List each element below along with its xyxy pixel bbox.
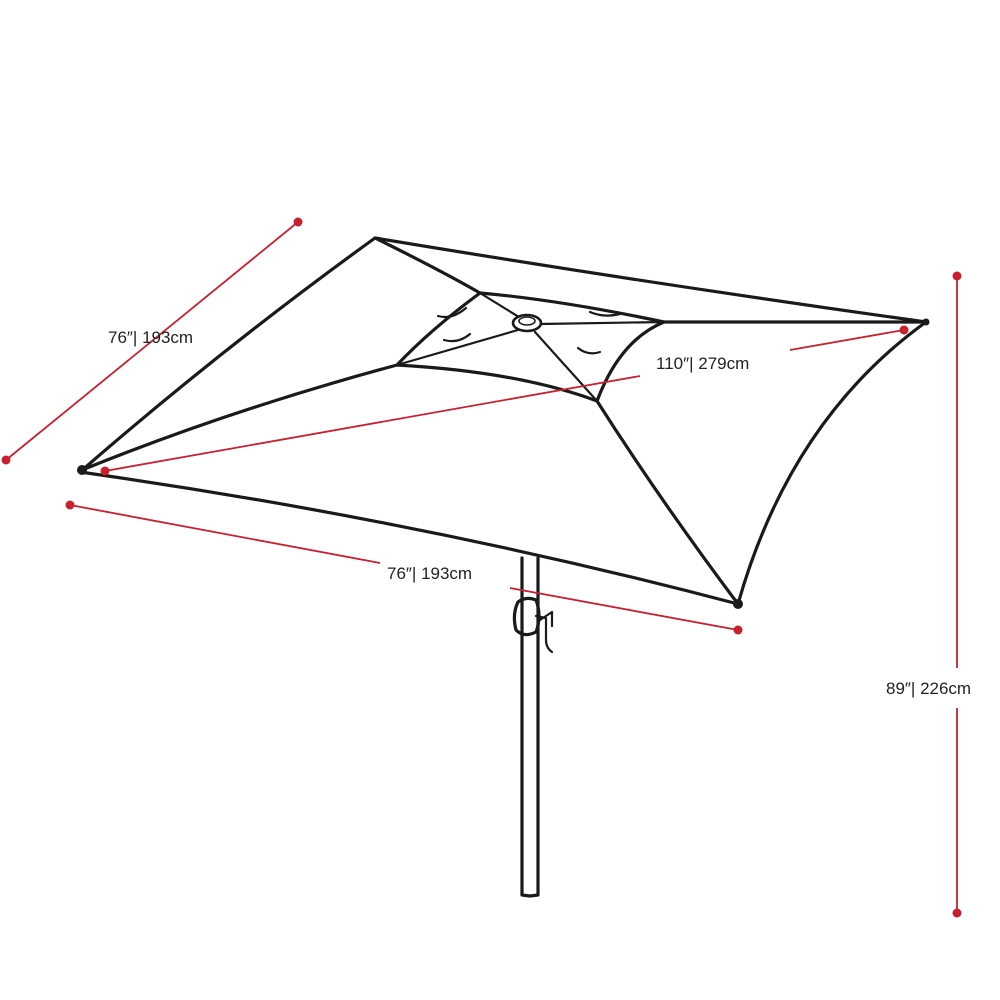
- tilt-housing: [512, 596, 541, 637]
- dim-endpoint: [733, 625, 743, 635]
- dim-line-diagonal: [104, 375, 641, 472]
- finial-cap-inner: [518, 316, 536, 326]
- dimension-lines: [1, 217, 962, 918]
- label-diagonal: 110″| 279cm: [656, 354, 749, 373]
- label-side-depth: 76″| 193cm: [108, 328, 193, 347]
- vent-cover: [395, 291, 666, 403]
- dim-endpoint: [952, 908, 962, 918]
- dim-endpoint: [293, 217, 303, 227]
- dim-line-side-depth: [5, 221, 299, 461]
- umbrella-illustration: [77, 236, 930, 898]
- dim-endpoint: [100, 466, 110, 476]
- dim-line-diagonal: [789, 329, 905, 351]
- crank-handle-icon: [534, 610, 554, 654]
- vent-rib-2: [538, 320, 666, 326]
- canopy-outline: [78, 236, 928, 606]
- vent-rib-3: [533, 330, 599, 403]
- vent-fold-right: [576, 310, 622, 355]
- dim-endpoint: [1, 455, 11, 465]
- dim-line-front-width: [69, 504, 381, 564]
- dim-line-front-width: [509, 587, 739, 631]
- vent-fold-left: [436, 306, 472, 343]
- rib-front: [595, 399, 740, 606]
- rib-left: [80, 363, 399, 472]
- label-front-width: 76″| 193cm: [387, 564, 472, 583]
- vent-rib-4: [395, 328, 520, 367]
- dim-endpoint: [952, 271, 962, 281]
- dim-endpoint: [899, 325, 909, 335]
- rib-back: [373, 236, 482, 295]
- dimension-labels: 76″| 193cm 110″| 279cm 76″| 193cm 89″| 2…: [108, 328, 971, 698]
- dim-endpoint: [65, 500, 75, 510]
- pole: [520, 556, 540, 898]
- label-height: 89″| 226cm: [886, 679, 971, 698]
